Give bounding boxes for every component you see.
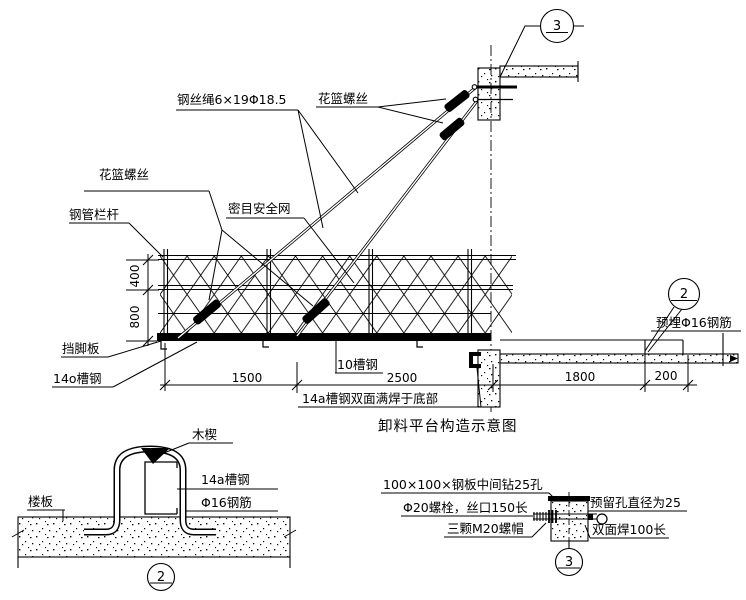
floor-slab [17, 516, 291, 558]
dim-400: 400 [128, 265, 142, 288]
dim-800: 800 [128, 306, 142, 329]
main-elevation [126, 8, 739, 412]
reserved-hole-ring [596, 513, 608, 525]
dim-1800: 1800 [565, 370, 596, 384]
bolt [533, 510, 597, 523]
upper-column-and-slab [471, 61, 579, 121]
steel-plate [548, 496, 590, 501]
toe-board-label: 挡脚板 [62, 341, 100, 356]
channel-clamp-icon [469, 352, 481, 368]
wire-rope-label: 钢丝绳6×19Φ18.5 [177, 92, 287, 107]
dim-1500: 1500 [232, 371, 263, 385]
scaffold-posts [163, 249, 473, 333]
detail-3 [381, 492, 687, 577]
bottom-dimension [159, 343, 697, 393]
turnbuckle-top-label: 花篮螺丝 [318, 91, 368, 106]
weld-note-label: 14a槽钢双面满焊于底部 [302, 391, 438, 406]
nuts-note-label: 三颗M20螺帽 [447, 521, 524, 536]
platform-deck [157, 333, 491, 341]
channel-section [144, 461, 178, 515]
safety-net-mesh [160, 256, 512, 333]
detail-2-text: 木楔 14a槽钢 Φ16钢筋 楼板 2 [28, 427, 252, 585]
wire-ropes [177, 86, 479, 340]
plate-note-label: 100×100×钢板中间钻25孔 [383, 477, 543, 492]
channel-14a-label: 14a槽钢 [201, 472, 250, 487]
main-labels [52, 98, 741, 408]
platform-hooks [160, 341, 423, 350]
safety-net-label: 密目安全网 [228, 201, 291, 216]
wedge-label: 木楔 [192, 427, 217, 442]
embedded-rebar-label: 预埋Φ16钢筋 [656, 315, 732, 330]
callout-3-number: 3 [553, 19, 561, 34]
pipe-railing-label: 钢管栏杆 [69, 207, 120, 222]
bolt-note-label: Φ20螺栓，丝口150长 [403, 500, 528, 515]
detail-3-number: 3 [565, 555, 573, 570]
turnbuckle-icon [444, 90, 470, 112]
turnbuckles [193, 90, 470, 325]
hole-note-label: 预留孔直径为25 [590, 495, 681, 510]
channel-140-label: 14o槽钢 [53, 371, 102, 386]
floor-slab-label: 楼板 [28, 494, 54, 509]
turnbuckle-icon [439, 117, 465, 141]
column-section [550, 500, 589, 542]
weld-mark [588, 514, 593, 520]
channel-10-label: 10槽钢 [337, 357, 378, 372]
right-floor-slab [499, 333, 739, 366]
dim-200: 200 [655, 369, 678, 383]
wedge-icon [141, 448, 170, 464]
callout-2-number: 2 [680, 287, 688, 302]
turnbuckle-icon [302, 298, 330, 324]
rebar-16-label: Φ16钢筋 [201, 495, 252, 510]
left-dimension [126, 254, 159, 347]
lower-edge-beam [469, 349, 501, 408]
turnbuckle-left-label: 花篮螺丝 [99, 167, 149, 182]
detail-3-text: 100×100×钢板中间钻25孔 Φ20螺栓，丝口150长 三颗M20螺帽 预留… [383, 477, 681, 570]
detail-2 [11, 442, 297, 592]
main-text: 钢丝绳6×19Φ18.5 花篮螺丝 花篮螺丝 钢管栏杆 密目安全网 挡脚板 14… [53, 19, 732, 435]
turnbuckle-icon [193, 299, 221, 325]
detail-2-number: 2 [157, 570, 165, 585]
drawing-title: 卸料平台构造示意图 [378, 417, 518, 435]
dim-2500: 2500 [387, 371, 418, 385]
weld-note-3-label: 双面焊100长 [592, 522, 666, 537]
callout-detail-3-top [499, 8, 584, 78]
